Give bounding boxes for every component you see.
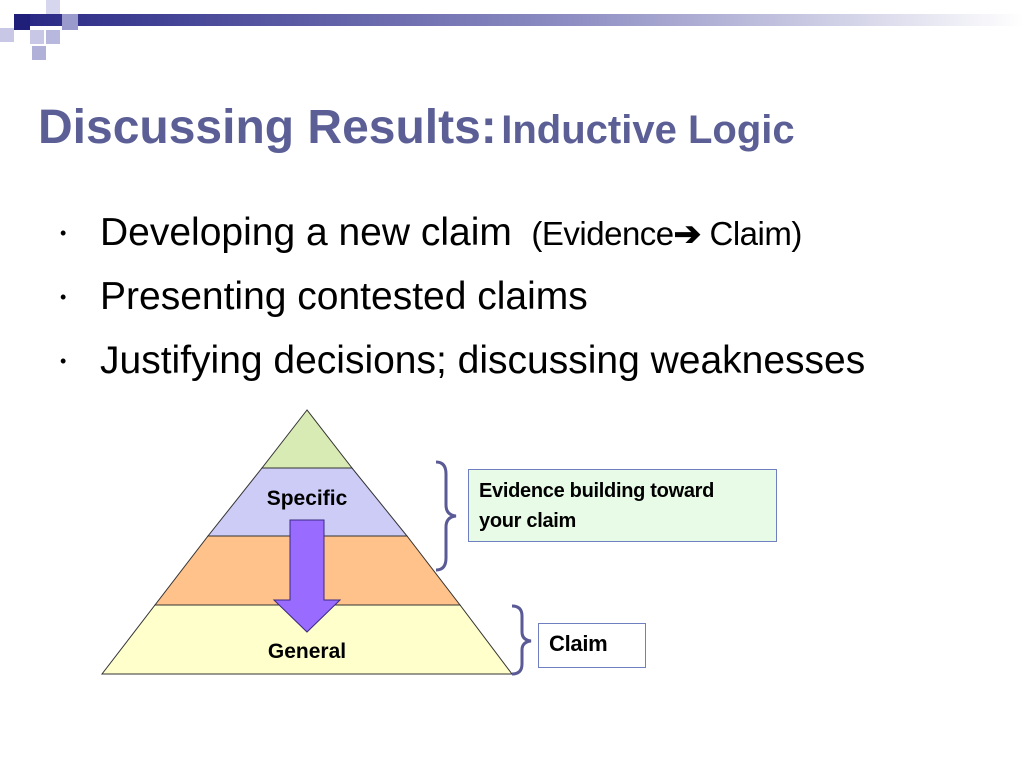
note-prefix: (Evidence [531,215,674,252]
note-suffix: Claim) [700,215,802,252]
bullet-text: Developing a new claim (Evidence➔ Claim) [100,205,802,262]
bullet-item: • Justifying decisions; discussing weakn… [60,333,1020,397]
claim-callout: Claim [538,623,646,668]
brace-evidence-icon [435,460,457,572]
down-arrow-icon [272,519,342,633]
bullet-marker: • [60,223,67,243]
bullet-note: (Evidence➔ Claim) [523,215,802,252]
pyramid-layer-top [260,409,354,469]
bullet-list: • Developing a new claim (Evidence➔ Clai… [60,205,1020,397]
label-specific: Specific [266,487,348,510]
bullet-marker: • [60,351,67,371]
bullet-item: • Presenting contested claims [60,269,1020,333]
title-main: Discussing Results: [38,101,497,154]
bullet-item: • Developing a new claim (Evidence➔ Clai… [60,205,1020,269]
bullet-text-main: Developing a new claim [100,211,512,254]
evidence-line-2: your claim [479,510,577,532]
label-general: General [267,640,347,663]
header-decoration [0,0,1024,60]
arrow-right-icon: ➔ [673,215,702,252]
evidence-line-1: Evidence building toward [479,480,715,502]
bullet-text: Justifying decisions; discussing weaknes… [100,339,866,382]
page-title: Discussing Results: Inductive Logic [38,100,795,155]
evidence-callout: Evidence building toward your claim [468,469,777,542]
bullet-marker: • [60,287,67,307]
brace-claim-icon [511,604,532,676]
title-sub: Inductive Logic [501,108,795,152]
bullet-text: Presenting contested claims [100,275,588,318]
